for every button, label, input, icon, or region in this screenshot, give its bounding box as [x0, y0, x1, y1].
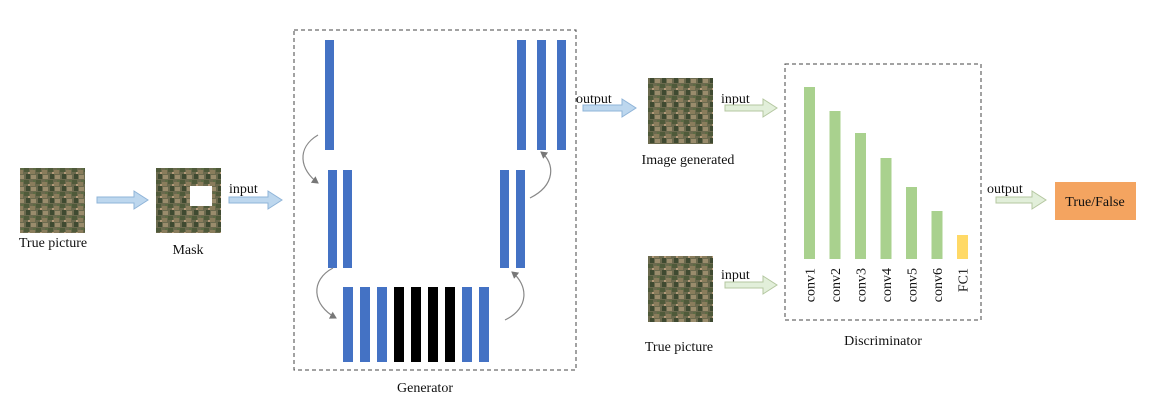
decoder-block [500, 170, 509, 268]
input-true-label: input [721, 268, 750, 283]
bottleneck-block [411, 287, 421, 362]
layer-bar-conv2 [829, 111, 841, 259]
true-picture-left [20, 168, 85, 233]
layer-label-conv3: conv3 [855, 268, 870, 302]
bottleneck-block [377, 287, 387, 362]
mask-hole [190, 186, 212, 206]
generator-flow-arrows [302, 134, 552, 321]
layer-bar-conv4 [880, 158, 892, 259]
encoder-block [325, 40, 334, 150]
image-generated-label: Image generated [642, 153, 735, 168]
input-generated-label: input [721, 92, 750, 107]
output-from-generator-label: output [576, 92, 612, 107]
bottleneck-block [360, 287, 370, 362]
mask-label: Mask [172, 243, 203, 258]
layer-label-conv4: conv4 [880, 268, 895, 302]
true-picture-left-label: True picture [19, 236, 87, 251]
layer-label-fc1: FC1 [957, 268, 972, 292]
bottleneck-block [462, 287, 472, 362]
curved-arrow-up-right-1 [504, 271, 525, 321]
bottleneck-block [394, 287, 404, 362]
encoder-block [328, 170, 337, 268]
layer-bar-conv3 [855, 133, 866, 259]
encoder-block [343, 170, 352, 268]
curved-arrow-up-right-2 [529, 151, 552, 199]
true-picture-right-label: True picture [645, 340, 713, 355]
layer-bar-conv1 [804, 87, 815, 259]
discriminator-label: Discriminator [844, 334, 922, 349]
output-final-label: output [987, 182, 1023, 197]
discriminator-layers: conv1 conv2 conv3 conv4 conv5 conv6 FC1 [804, 87, 972, 302]
input-to-generator-label: input [229, 182, 258, 197]
bottleneck-block [445, 287, 455, 362]
arrow-to-generator [228, 190, 283, 210]
bottleneck-block [428, 287, 438, 362]
generator-bottleneck [343, 287, 489, 362]
curved-arrow-down-left-1 [302, 134, 319, 184]
curved-arrow-down-left-2 [316, 267, 337, 319]
layer-bar-conv5 [906, 187, 917, 259]
mask-picture [156, 168, 221, 233]
generator-label: Generator [397, 381, 453, 396]
decoder-block [537, 40, 546, 150]
bottleneck-block [343, 287, 353, 362]
decoder-block [516, 170, 525, 268]
result-box [1055, 182, 1136, 220]
generator-decoder [500, 40, 566, 268]
layer-label-conv1: conv1 [804, 268, 819, 302]
decoder-block [557, 40, 566, 150]
bottleneck-block [479, 287, 489, 362]
layer-label-conv5: conv5 [906, 268, 921, 302]
generator-encoder [325, 40, 352, 268]
image-generated [648, 78, 713, 144]
layer-label-conv2: conv2 [829, 268, 844, 302]
arrow-to-mask [96, 190, 149, 210]
true-picture-right [648, 256, 713, 322]
layer-bar-fc1 [957, 235, 968, 259]
generator-box [293, 29, 577, 371]
layer-label-conv6: conv6 [931, 268, 946, 302]
discriminator-box [784, 63, 982, 321]
arrow-output-final [995, 190, 1047, 210]
arrow-input-true [724, 275, 778, 295]
decoder-block [517, 40, 526, 150]
arrow-input-generated [724, 98, 778, 118]
result-label: True/False [1065, 195, 1124, 210]
arrow-output-generator [582, 98, 637, 118]
layer-bar-conv6 [931, 211, 943, 259]
